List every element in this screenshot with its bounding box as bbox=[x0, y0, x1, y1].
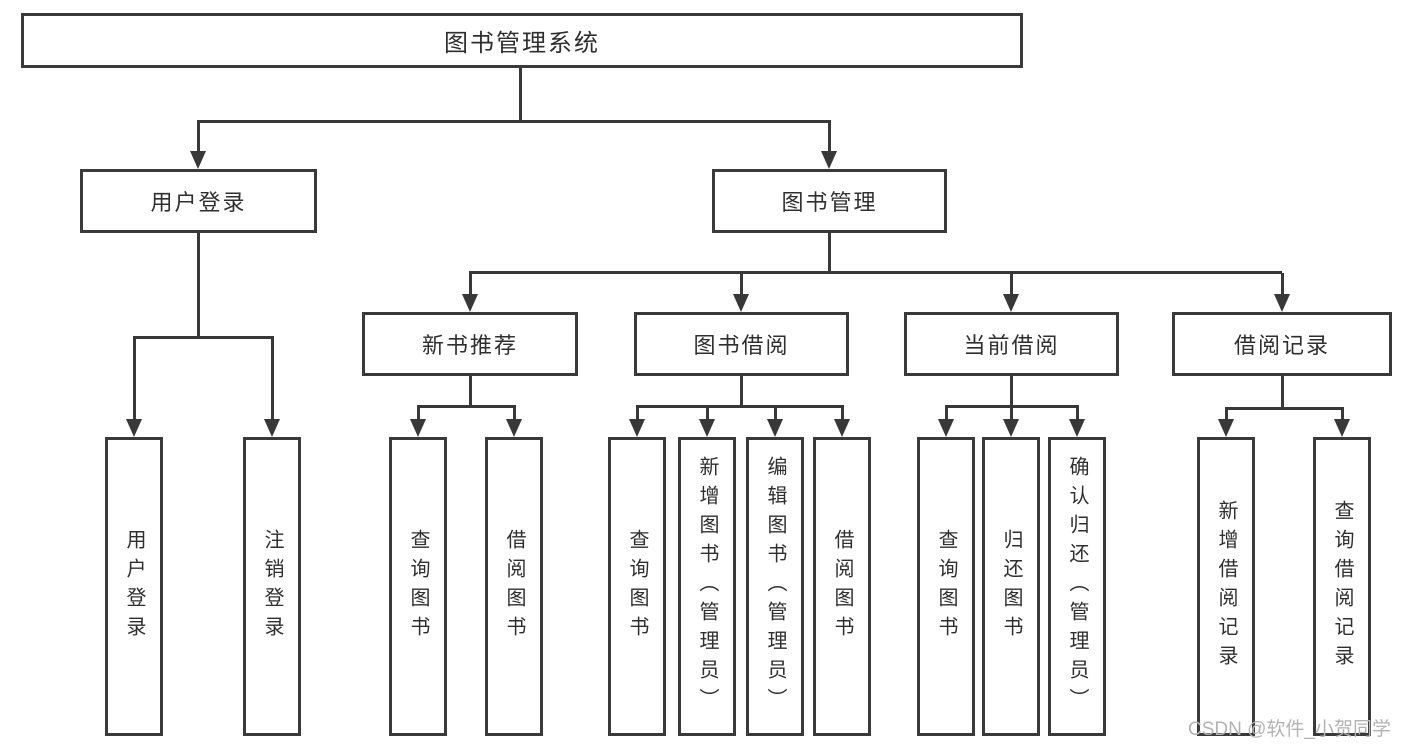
arrow-down-icon bbox=[699, 419, 715, 437]
node-root: 图书管理系统 bbox=[21, 13, 1023, 68]
node-leaf-edit-books-admin: 编辑图书（管理员） bbox=[746, 437, 804, 736]
node-leaf-borrow-books: 借阅图书 bbox=[813, 437, 871, 736]
connector-drop-book-management bbox=[828, 122, 831, 152]
connector-book-borrow-stem bbox=[740, 376, 743, 405]
arrow-down-icon bbox=[462, 294, 478, 312]
node-leaf-add-borrow-record: 新增借阅记录 bbox=[1197, 437, 1255, 736]
node-label: 当前借阅 bbox=[963, 333, 1060, 358]
leaf-label: 借阅图书 bbox=[503, 528, 525, 645]
node-label: 图书借阅 bbox=[693, 333, 790, 358]
node-leaf-query-books-current: 查询图书 bbox=[917, 437, 975, 736]
connector-book-management-hline bbox=[469, 271, 1282, 274]
connector-current-borrow-hline bbox=[945, 405, 1079, 408]
connector-borrow-record-stem bbox=[1281, 376, 1284, 407]
arrow-down-icon bbox=[733, 294, 749, 312]
leaf-label: 编辑图书（管理员） bbox=[764, 456, 786, 717]
arrow-down-icon bbox=[821, 151, 837, 169]
node-leaf-add-books-admin: 新增图书（管理员） bbox=[678, 437, 736, 736]
node-label: 新书推荐 bbox=[421, 333, 518, 358]
arrow-down-icon bbox=[1334, 419, 1350, 437]
node-label: 用户登录 bbox=[150, 190, 247, 215]
arrow-down-icon bbox=[264, 419, 280, 437]
leaf-label: 归还图书 bbox=[1000, 528, 1022, 645]
connector-user-login-stem bbox=[197, 233, 200, 336]
leaf-label: 查询借阅记录 bbox=[1331, 499, 1353, 674]
node-book-management: 图书管理 bbox=[712, 169, 947, 233]
connector-drop-leaf bbox=[271, 338, 274, 419]
connector-drop-leaf bbox=[945, 407, 948, 419]
leaf-label: 查询图书 bbox=[626, 528, 648, 645]
node-leaf-query-books: 查询图书 bbox=[608, 437, 666, 736]
connector-drop-leaf bbox=[1076, 407, 1079, 419]
watermark-text: CSDN @软件_小贺同学 bbox=[1188, 719, 1391, 740]
connector-drop-user-login bbox=[197, 122, 200, 152]
connector-drop-leaf bbox=[774, 407, 777, 419]
arrow-down-icon bbox=[1069, 419, 1085, 437]
connector-drop-leaf bbox=[513, 407, 516, 419]
node-leaf-user-login: 用户登录 bbox=[105, 437, 163, 736]
leaf-label: 查询图书 bbox=[935, 528, 957, 645]
node-leaf-logout: 注销登录 bbox=[243, 437, 301, 736]
connector-drop-leaf bbox=[1341, 409, 1344, 419]
connector-root-stem bbox=[519, 68, 522, 121]
arrow-down-icon bbox=[1003, 419, 1019, 437]
connector-drop-leaf bbox=[636, 407, 639, 419]
arrow-down-icon bbox=[410, 419, 426, 437]
arrow-down-icon bbox=[1274, 294, 1290, 312]
connector-drop-current-borrow bbox=[1010, 273, 1013, 295]
node-user-login: 用户登录 bbox=[80, 169, 317, 233]
node-borrow-record: 借阅记录 bbox=[1172, 312, 1392, 376]
arrow-down-icon bbox=[834, 419, 850, 437]
node-new-book-recommend: 新书推荐 bbox=[362, 312, 578, 376]
arrow-down-icon bbox=[1218, 419, 1234, 437]
leaf-label: 新增图书（管理员） bbox=[696, 456, 718, 717]
connector-current-borrow-stem bbox=[1010, 376, 1013, 405]
connector-book-borrow-hline bbox=[636, 405, 844, 408]
node-current-borrow: 当前借阅 bbox=[904, 312, 1119, 376]
node-leaf-return-books: 归还图书 bbox=[982, 437, 1040, 736]
connector-book-management-stem bbox=[828, 233, 831, 271]
connector-drop-leaf bbox=[706, 407, 709, 419]
arrow-down-icon bbox=[506, 419, 522, 437]
node-leaf-confirm-return-admin: 确认归还（管理员） bbox=[1048, 437, 1106, 736]
arrow-down-icon bbox=[1003, 294, 1019, 312]
leaf-label: 查询图书 bbox=[407, 528, 429, 645]
connector-drop-book-borrow bbox=[740, 273, 743, 295]
node-root-label: 图书管理系统 bbox=[444, 31, 600, 57]
node-book-borrow: 图书借阅 bbox=[634, 312, 849, 376]
arrow-down-icon bbox=[938, 419, 954, 437]
node-leaf-query-books-recommend: 查询图书 bbox=[389, 437, 447, 736]
arrow-down-icon bbox=[767, 419, 783, 437]
connector-drop-leaf bbox=[417, 407, 420, 419]
connector-drop-leaf bbox=[1225, 409, 1228, 419]
connector-drop-leaf bbox=[1010, 407, 1013, 419]
arrow-down-icon bbox=[629, 419, 645, 437]
connector-new-book-hline bbox=[417, 405, 516, 408]
connector-user-login-hline bbox=[133, 336, 274, 339]
node-leaf-query-borrow-record: 查询借阅记录 bbox=[1313, 437, 1371, 736]
connector-drop-borrow-record bbox=[1281, 273, 1284, 295]
connector-drop-leaf bbox=[133, 338, 136, 419]
arrow-down-icon bbox=[190, 151, 206, 169]
connector-drop-leaf bbox=[841, 407, 844, 419]
arrow-down-icon bbox=[126, 419, 142, 437]
node-label: 图书管理 bbox=[781, 190, 878, 215]
connector-drop-new-book bbox=[469, 273, 472, 295]
leaf-label: 用户登录 bbox=[123, 528, 145, 645]
leaf-label: 注销登录 bbox=[261, 528, 283, 645]
leaf-label: 新增借阅记录 bbox=[1215, 499, 1237, 674]
connector-new-book-stem bbox=[469, 376, 472, 405]
node-label: 借阅记录 bbox=[1233, 333, 1330, 358]
connector-root-hline bbox=[197, 120, 831, 123]
leaf-label: 确认归还（管理员） bbox=[1066, 456, 1088, 717]
node-leaf-borrow-books-recommend: 借阅图书 bbox=[485, 437, 543, 736]
leaf-label: 借阅图书 bbox=[831, 528, 853, 645]
connector-borrow-record-hline bbox=[1225, 407, 1344, 410]
